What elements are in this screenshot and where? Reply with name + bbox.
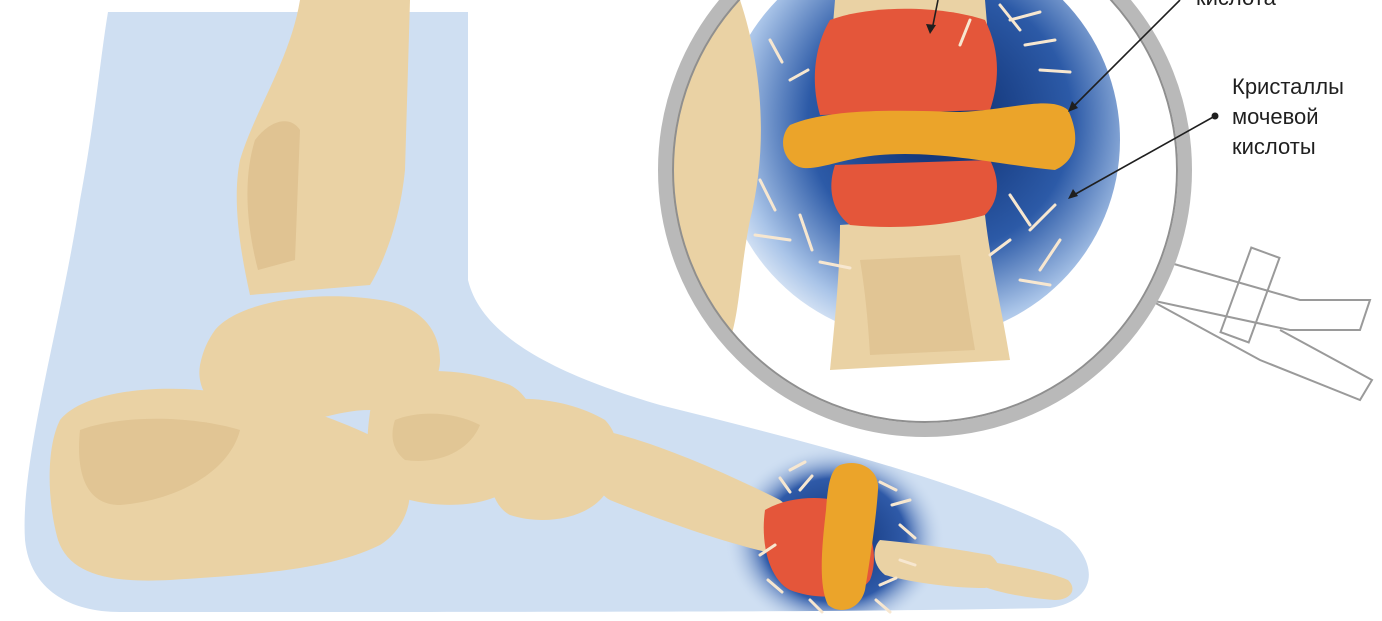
crystals-label-line1: Кристаллы — [1232, 72, 1344, 102]
top-callout-label: кислота — [1196, 0, 1276, 13]
top-callout-text: кислота — [1196, 0, 1276, 13]
crystals-label-line3: кислоты — [1232, 132, 1344, 162]
uric-acid-crystals-label: Кристаллы мочевой кислоты — [1232, 72, 1344, 162]
magnifier-handle — [1150, 248, 1372, 400]
crystals-label-line2: мочевой — [1232, 102, 1344, 132]
magnifier-lens-content — [660, 0, 1200, 430]
